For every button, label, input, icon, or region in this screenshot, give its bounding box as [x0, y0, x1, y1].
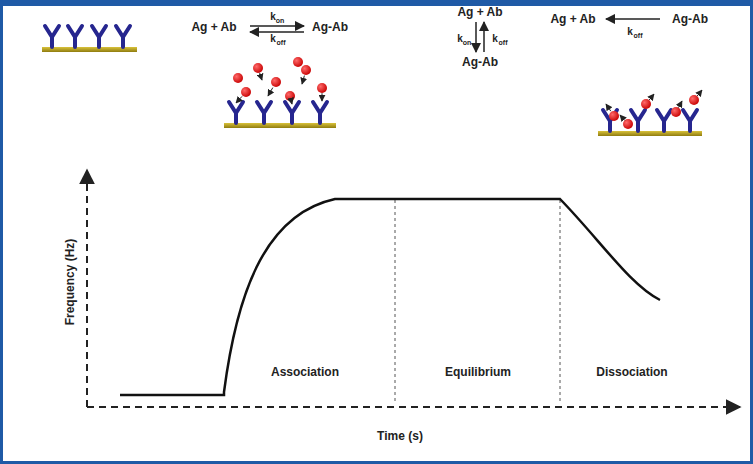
reaction-arrow	[606, 18, 660, 20]
rate-subscript: off	[277, 39, 286, 46]
axis-title: Time (s)	[377, 430, 423, 442]
antigen	[317, 83, 327, 93]
antigens	[233, 57, 702, 129]
motion-arrow	[322, 93, 323, 101]
motion-arrow	[302, 76, 304, 84]
equation-term: Ag-Ab	[312, 21, 348, 33]
antigen	[241, 87, 251, 97]
phase-divider	[560, 200, 561, 404]
equation-term: Ag + Ab	[550, 13, 595, 25]
x-axis	[87, 406, 740, 408]
rate-symbol: k	[457, 34, 463, 44]
reaction-arrow	[250, 31, 304, 33]
motion-arrow	[620, 115, 625, 120]
antibody	[229, 102, 243, 123]
antigen	[641, 99, 651, 109]
motion-arrow	[649, 94, 654, 100]
rate-symbol: k	[492, 34, 498, 44]
rate-subscript: off	[634, 32, 643, 39]
motion-arrow	[678, 101, 682, 108]
antibody	[68, 26, 82, 47]
sensor-surface	[598, 131, 702, 136]
antigen	[285, 91, 295, 101]
antibodies	[45, 26, 697, 131]
reaction-arrow	[483, 22, 485, 52]
phase-divider	[395, 200, 396, 404]
motion-arrow	[236, 96, 242, 103]
antibody	[45, 26, 59, 47]
frame-top	[0, 0, 753, 6]
motion-arrow	[260, 73, 262, 80]
rate-symbol: k	[627, 27, 633, 37]
equation-term: Ag-Ab	[672, 13, 708, 25]
reaction-arrow	[250, 25, 304, 27]
antigen	[689, 95, 699, 105]
antigen	[301, 65, 311, 75]
rate-symbol: k	[270, 34, 276, 44]
frame-left	[0, 0, 3, 464]
rate-subscript: on	[463, 39, 472, 46]
equation-term: Ag + Ab	[191, 21, 236, 33]
motion-arrow	[697, 90, 702, 96]
antigen	[671, 107, 681, 117]
antigen	[609, 111, 619, 121]
motion-arrow	[268, 88, 273, 96]
antibody	[313, 102, 327, 123]
axis-title: Frequency (Hz)	[64, 239, 76, 326]
antibody	[92, 26, 106, 47]
phase-label: Equilibrium	[445, 366, 511, 378]
equation-term: Ag-Ab	[462, 56, 498, 68]
antigen	[253, 63, 263, 73]
antibody	[257, 102, 271, 123]
motion-arrow	[291, 99, 292, 104]
phase-label: Dissociation	[596, 366, 667, 378]
frame-bottom	[0, 461, 753, 464]
sensorgram-curve	[120, 199, 660, 395]
motion-arrow	[606, 104, 611, 111]
antibody	[631, 110, 645, 131]
rate-subscript: on	[276, 17, 285, 24]
antigen	[293, 57, 303, 67]
antigen	[233, 73, 243, 83]
phase-label: Association	[271, 366, 339, 378]
antigen	[271, 77, 281, 87]
rate-symbol: k	[270, 12, 276, 22]
equation-term: Ag + Ab	[457, 6, 502, 18]
rate-subscript: off	[499, 39, 508, 46]
y-axis	[86, 170, 88, 407]
antibody	[657, 110, 671, 131]
antibody	[116, 26, 130, 47]
frame-right	[750, 0, 753, 464]
antibody	[285, 102, 299, 123]
antibody	[683, 110, 697, 131]
reaction-arrow	[475, 22, 477, 52]
